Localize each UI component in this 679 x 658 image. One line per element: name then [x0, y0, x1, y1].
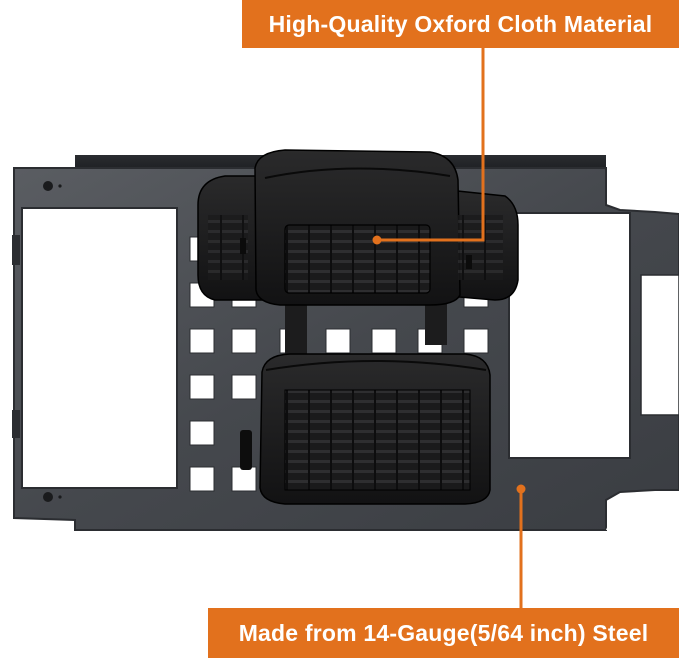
top-pointer-dot — [372, 235, 382, 245]
upper-pouch — [197, 149, 519, 360]
lower-pouch — [240, 353, 491, 505]
top-callout-box — [242, 0, 679, 48]
callout-pointers — [372, 48, 526, 608]
bottom-pointer-dot — [516, 484, 526, 494]
bottom-callout-box — [208, 608, 679, 658]
top-callout-label: High-Quality Oxford Cloth Material — [268, 10, 653, 37]
bottom-callout-label: Made from 14-Gauge(5/64 inch) Steel — [238, 619, 649, 646]
